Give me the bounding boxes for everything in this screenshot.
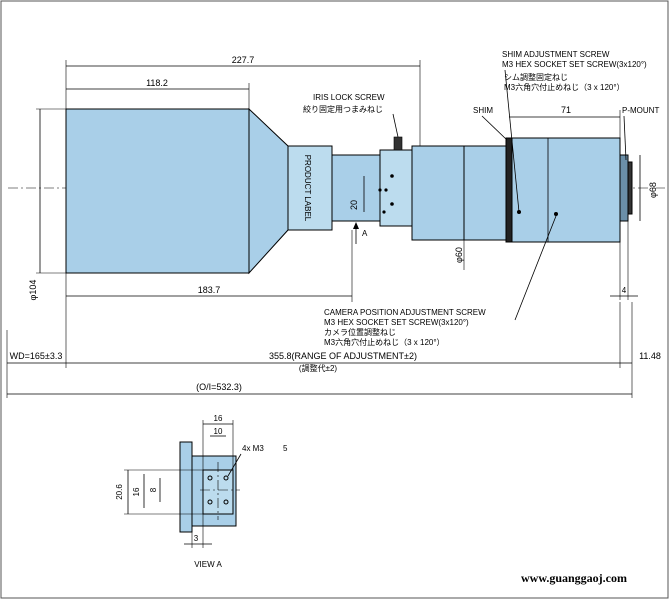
rear-barrel: [511, 137, 621, 243]
view-a-arrowhead: [353, 222, 359, 229]
iris-screw-dot: [390, 174, 394, 178]
dim-shim-to-mount: 71: [561, 105, 571, 115]
shim-screw-jp2: M3六角穴付止めねじ（3 x 120°）: [504, 82, 625, 92]
shim-label: SHIM: [473, 106, 493, 115]
view-a-hole-leader: [227, 453, 242, 477]
view-a-detail: 16 10 4x M3 5 20.6 16 8 3 VIEW A: [115, 414, 288, 569]
view-a-width-inner: 10: [214, 427, 223, 436]
p-mount-flange: [619, 154, 629, 222]
iris-lock-leader: [392, 113, 399, 138]
view-a-marker: A: [362, 229, 368, 238]
shim-screw-title: SHIM ADJUSTMENT SCREW: [502, 50, 610, 59]
dim-lower-length: 183.7: [198, 285, 221, 295]
product-label-band: [287, 145, 333, 231]
dim-mount-flange: 4: [622, 286, 627, 295]
dim-wd: WD=165±3.3: [10, 351, 63, 361]
product-label-text: PRODUCT LABEL: [303, 155, 312, 222]
camera-pos-leader: [514, 215, 557, 321]
view-a-height-mid: 16: [132, 487, 141, 496]
view-a-width-outer: 16: [214, 414, 223, 423]
view-a-hole: [223, 499, 229, 505]
iris-screw-dot: [382, 210, 386, 214]
shim-screw-leader: [504, 69, 520, 213]
p-mount-label: P-MOUNT: [622, 106, 659, 115]
view-a-hole-depth: 5: [283, 444, 288, 453]
dim-range: 355.8(RANGE OF ADJUSTMENT±2): [269, 351, 417, 361]
front-barrel: [65, 108, 250, 274]
camera-pos-jp1: カメラ位置調整ねじ: [324, 327, 396, 337]
shim-screw-spec: M3 HEX SOCKET SET SCREW(3x120°): [502, 60, 647, 69]
view-a-height-outer: 20.6: [115, 484, 124, 500]
camera-position-screw: [554, 212, 558, 216]
iris-lock-title: IRIS LOCK SCREW: [313, 93, 385, 102]
dim-back-focus: 11.48: [639, 351, 661, 361]
iris-screw-dot: [378, 188, 382, 192]
iris-screw-dot: [384, 188, 388, 192]
view-a-hole: [207, 499, 213, 505]
view-a-hole-spec: 4x M3: [242, 444, 264, 453]
view-a-caption: VIEW A: [194, 560, 222, 569]
taper-section: [248, 107, 289, 275]
dim-oi: (O/I=532.3): [196, 382, 242, 392]
shim-leader: [481, 115, 508, 141]
view-a-height-inner: 8: [149, 487, 158, 492]
p-mount-leader: [623, 115, 627, 161]
iris-ring: [379, 149, 413, 227]
dim-front-length: 118.2: [146, 78, 168, 88]
view-a-offset: 3: [194, 534, 199, 543]
view-a-flange-left: [179, 441, 193, 533]
p-mount-face: [627, 161, 633, 215]
view-a-hole: [223, 475, 229, 481]
dim-range-jp: (調整代±2): [299, 363, 338, 373]
shim-screw-jp1: シム調整固定ねじ: [504, 72, 568, 82]
shim: [505, 137, 513, 243]
iris-lock-knob: [393, 136, 403, 151]
iris-lock-jp: 絞り固定用つまみねじ: [303, 104, 383, 114]
dim-overall-length: 227.7: [232, 55, 255, 65]
mid-barrel: [411, 145, 509, 241]
watermark: www.guanggaoj.com: [521, 571, 627, 585]
dim-mount-diameter: φ68: [648, 182, 658, 198]
camera-pos-jp2: M3六角穴付止めねじ（3 x 120°）: [324, 337, 445, 347]
dim-iris-height: 20: [349, 200, 359, 210]
iris-screw-dot: [390, 202, 394, 206]
dim-mid-diameter: φ60: [454, 247, 464, 263]
camera-pos-spec: M3 HEX SOCKET SET SCREW(3x120°): [324, 318, 469, 327]
view-a-hole: [207, 475, 213, 481]
dim-front-diameter: φ104: [28, 280, 38, 301]
neck-section: [331, 154, 381, 222]
camera-pos-title: CAMERA POSITION ADJUSTMENT SCREW: [324, 308, 486, 317]
